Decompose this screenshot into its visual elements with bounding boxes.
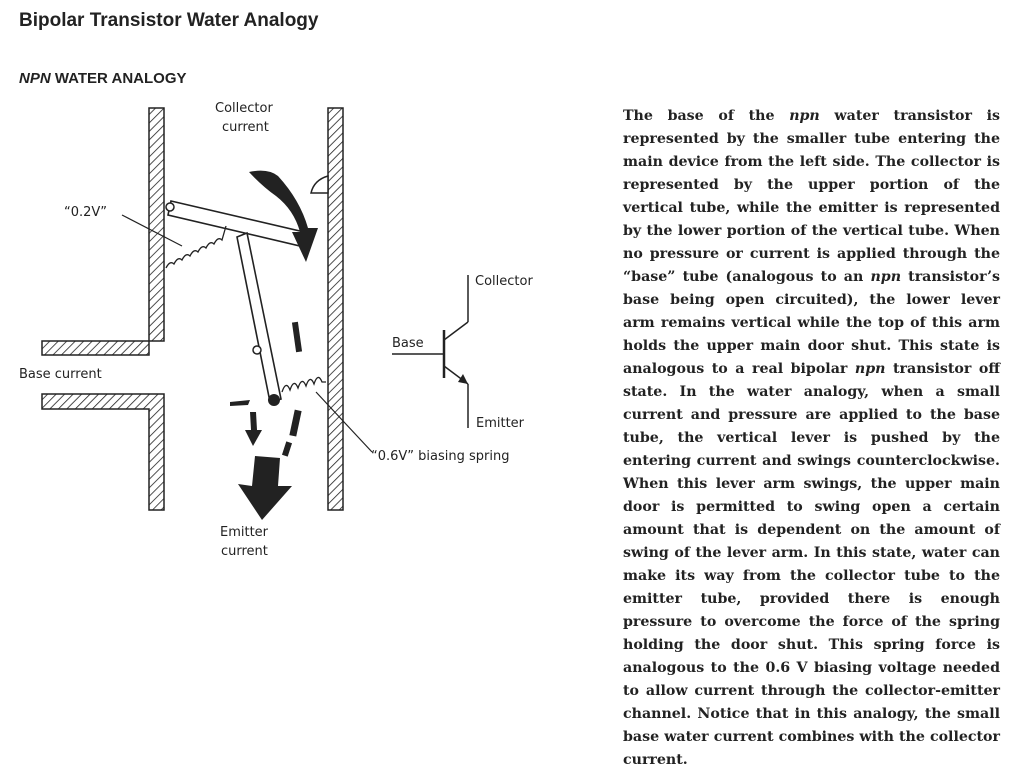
para-text-npn: npn [870, 269, 902, 285]
label-collector-current-2: current [222, 120, 269, 135]
leader-06v [315, 391, 373, 453]
leader-02v [121, 214, 183, 247]
label-base-current: Base current [19, 367, 102, 382]
label-collector-current-1: Collector [215, 101, 273, 116]
spring-02v [165, 225, 227, 269]
flow-dash [291, 321, 303, 353]
label-symbol-collector: Collector [475, 274, 533, 289]
page-title: Bipolar Transistor Water Analogy [19, 10, 319, 31]
water-analogy-figure: Collector current “0.2V” Base current “0… [19, 101, 533, 559]
upper-door [167, 200, 306, 247]
label-emitter-current-2: current [221, 544, 268, 559]
flow-dash [289, 409, 302, 437]
label-symbol-emitter: Emitter [476, 416, 525, 431]
left-tube-wall-upper [41, 107, 165, 356]
para-text: transistor off state. In the water analo… [623, 361, 1000, 768]
lever-pivot [252, 345, 262, 355]
base-current-dash [230, 400, 250, 406]
para-text: The base of the [623, 108, 790, 124]
section-heading-npn: NPN [19, 70, 51, 87]
label-emitter-current-1: Emitter [220, 525, 269, 540]
para-text: transistor’s base being open circuited),… [623, 269, 1000, 377]
door-pivot [165, 202, 175, 212]
label-symbol-base: Base [392, 336, 424, 351]
door-stop [310, 175, 329, 194]
spring-06v [281, 376, 326, 393]
label-biasing-spring: “0.6V” biasing spring [371, 449, 509, 464]
right-tube-wall [327, 107, 344, 511]
emitter-current-arrow [238, 456, 292, 520]
para-text-npn: npn [789, 108, 820, 124]
description-paragraph: The base of the npn water transistor is … [623, 105, 1000, 772]
para-text-npn: npn [854, 361, 886, 377]
symbol-collector-diag [443, 321, 469, 341]
vertical-lever [236, 231, 282, 403]
symbol-emitter-arrowhead [458, 374, 468, 384]
lever-foot [268, 394, 280, 406]
flow-dash [281, 441, 293, 457]
base-current-arrow [245, 412, 262, 446]
collector-current-arrow [249, 170, 318, 262]
section-heading: NPN WATER ANALOGY [19, 70, 187, 87]
label-02v: “0.2V” [64, 205, 107, 220]
para-text: water transistor is represented by the s… [623, 108, 1000, 285]
section-heading-rest: WATER ANALOGY [50, 70, 187, 87]
left-tube-wall-lower [41, 393, 165, 511]
